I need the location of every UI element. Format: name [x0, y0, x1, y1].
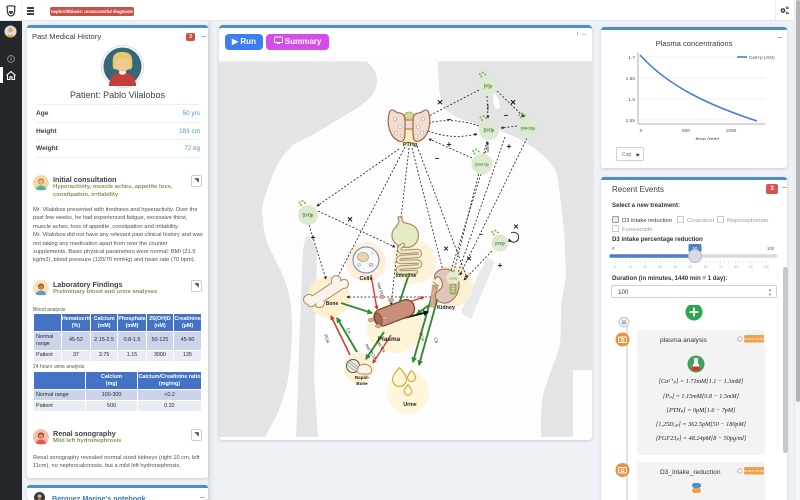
svg-text:✕: ✕: [437, 98, 443, 107]
svg-text:40: 40: [674, 265, 678, 269]
svg-text:PO4: PO4: [323, 334, 331, 344]
svg-text:1.65: 1.65: [626, 76, 636, 82]
svg-text:[Pₚ] = 1.15mM[0.8 − 1.5mM]: [Pₚ] = 1.15mM[0.8 − 1.5mM]: [663, 393, 740, 400]
svg-text:2018-09-07 10:55AM: 2018-09-07 10:55AM: [741, 469, 768, 473]
svg-text:90: 90: [749, 265, 753, 269]
svg-text:20: 20: [643, 265, 647, 269]
svg-text:Ca: Ca: [433, 337, 440, 344]
svg-text:Net PO4: Net PO4: [376, 282, 385, 300]
svg-text:✕: ✕: [347, 215, 353, 224]
svg-text:[1,25D₃ₚ] = 362.5pM[50 − 180pM: [1,25D₃ₚ] = 362.5pM[50 − 180pM]: [656, 421, 747, 428]
svg-text:60: 60: [704, 265, 708, 269]
svg-text:plasma analysis: plasma analysis: [660, 337, 708, 344]
svg-text:∣: ∣: [487, 104, 490, 111]
svg-text:[FGF23ₚ] = 48.24pM[8 − 50pg/ml: [FGF23ₚ] = 48.24pM[8 − 50pg/ml]: [656, 435, 747, 442]
svg-text:0: 0: [614, 265, 616, 269]
svg-text:−: −: [435, 154, 440, 163]
svg-text:Plasma: Plasma: [378, 336, 401, 343]
svg-text:−: −: [504, 111, 509, 120]
svg-text:Ca2+p (mM): Ca2+p (mM): [749, 55, 775, 60]
svg-text:80: 80: [734, 265, 738, 269]
svg-text:70: 70: [719, 265, 723, 269]
svg-text:✕: ✕: [510, 98, 516, 107]
svg-text:Urine: Urine: [403, 402, 416, 408]
svg-text:[Ca2+]p: [Ca2+]p: [475, 163, 489, 167]
svg-text:✕: ✕: [443, 246, 449, 253]
svg-text:PO4: PO4: [418, 332, 426, 342]
svg-text:[PTHₚ] = 0pM[1.6 − 7pM]: [PTHₚ] = 0pM[1.6 − 7pM]: [667, 407, 737, 414]
svg-text:[Ca²⁺ₚ] = 1.71mM[1.1 − 1.3mM]: [Ca²⁺ₚ] = 1.71mM[1.1 − 1.3mM]: [659, 378, 744, 385]
svg-text:100: 100: [767, 246, 775, 251]
svg-text:PTHg: PTHg: [403, 142, 417, 148]
svg-text:Ca: Ca: [345, 327, 352, 335]
svg-text:Intestine: Intestine: [396, 273, 417, 279]
svg-text:Rapid-: Rapid-: [355, 375, 370, 380]
svg-text:+: +: [507, 141, 512, 151]
svg-text:[D3]p: [D3]p: [495, 242, 505, 246]
svg-text:⚙: ⚙: [621, 320, 626, 327]
svg-text:time (min): time (min): [696, 137, 720, 140]
svg-text:2018-09-07 10:50AM: 2018-09-07 10:50AM: [741, 337, 768, 341]
svg-text:[D3]p: [D3]p: [484, 128, 495, 133]
svg-text:50: 50: [693, 246, 698, 251]
svg-text:Bone: Bone: [326, 301, 339, 307]
svg-text:0: 0: [640, 128, 643, 134]
svg-text:CaSR(): CaSR(): [449, 277, 458, 281]
svg-text:−: −: [447, 115, 452, 124]
svg-text:+: +: [311, 232, 316, 242]
svg-text:0: 0: [612, 246, 615, 251]
svg-text:Cells: Cells: [360, 276, 373, 282]
svg-text:Net Ca: Net Ca: [375, 339, 387, 354]
svg-text:1000: 1000: [726, 128, 737, 134]
svg-text:Bone: Bone: [356, 381, 368, 386]
svg-text:Kidney: Kidney: [437, 305, 455, 311]
svg-text:✕: ✕: [513, 224, 519, 231]
svg-text:500: 500: [682, 128, 690, 134]
svg-text:100: 100: [763, 265, 769, 269]
svg-text:D3_intake_reduction: D3_intake_reduction: [660, 469, 721, 476]
svg-text:+: +: [498, 261, 503, 270]
svg-text:30: 30: [658, 265, 662, 269]
svg-text:∣: ∣: [487, 146, 490, 153]
svg-text:[D3]p: [D3]p: [303, 213, 314, 218]
svg-text:1.7: 1.7: [628, 55, 635, 61]
svg-text:✕: ✕: [466, 256, 472, 263]
svg-text:[FGF23]p: [FGF23]p: [521, 127, 535, 131]
svg-text:10: 10: [628, 265, 632, 269]
svg-text:−: −: [479, 232, 483, 239]
svg-text:1.55: 1.55: [626, 118, 636, 124]
svg-text:[P]p: [P]p: [484, 84, 493, 89]
svg-text:1.6: 1.6: [628, 97, 635, 103]
svg-text:+: +: [447, 139, 452, 149]
svg-text:50: 50: [689, 265, 693, 269]
